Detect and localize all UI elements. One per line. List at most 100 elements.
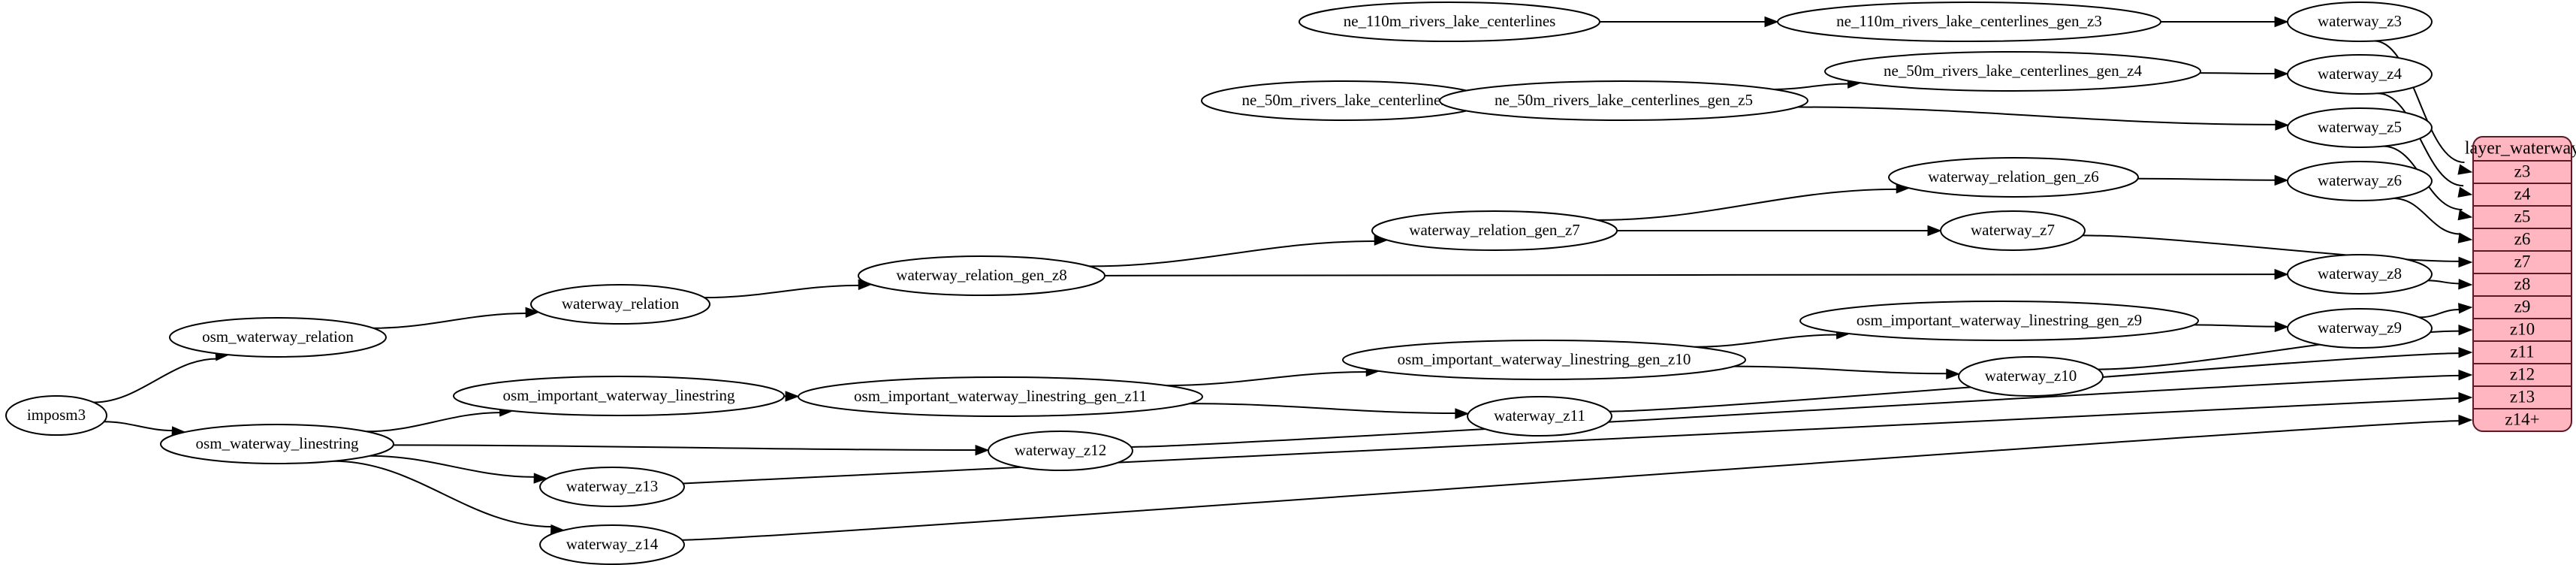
node-ne_110m_rivers_lake_centerlines_gen_z3[interactable]: ne_110m_rivers_lake_centerlines_gen_z3 bbox=[1777, 2, 2161, 42]
edge-osm_important_waterway_linestring_gen_z10-to-waterway_z10 bbox=[1733, 365, 1947, 375]
node-ne_110m_rivers_lake_centerlines[interactable]: ne_110m_rivers_lake_centerlines bbox=[1299, 2, 1600, 42]
edge-osm_waterway_linestring-to-osm_important_waterway_linestring bbox=[366, 412, 501, 433]
edge-waterway_relation-to-waterway_relation_gen_z8 bbox=[704, 284, 860, 299]
table-row-label: z10 bbox=[2510, 319, 2535, 338]
node-label: waterway_z6 bbox=[2318, 171, 2402, 189]
node-waterway_z10[interactable]: waterway_z10 bbox=[1958, 356, 2104, 397]
table-row[interactable] bbox=[2473, 183, 2571, 207]
table-row[interactable] bbox=[2473, 408, 2571, 431]
node-label: waterway_z11 bbox=[1494, 406, 1585, 425]
edge-osm_important_waterway_linestring_gen_z10-to-osm_important_waterway_linestring_gen_z9 bbox=[1694, 334, 1838, 348]
table-row-label: z4 bbox=[2514, 184, 2531, 203]
node-waterway_z13[interactable]: waterway_z13 bbox=[539, 467, 685, 507]
arrowhead-icon bbox=[2457, 186, 2473, 198]
arrowhead-icon bbox=[2457, 232, 2473, 243]
node-osm_waterway_linestring[interactable]: osm_waterway_linestring bbox=[160, 424, 394, 464]
node-ne_50m_rivers_lake_centerlines_gen_z4[interactable]: ne_50m_rivers_lake_centerlines_gen_z4 bbox=[1824, 51, 2201, 92]
node-shape bbox=[539, 524, 685, 565]
edge-osm_waterway_linestring-to-waterway_z13 bbox=[370, 455, 535, 478]
arrowhead-icon bbox=[2458, 369, 2473, 381]
node-label: waterway_relation_gen_z7 bbox=[1409, 221, 1579, 239]
node-waterway_z11[interactable]: waterway_z11 bbox=[1467, 396, 1612, 437]
edge-waterway_z8-to-layer_waterway-z8 bbox=[2427, 279, 2460, 285]
node-label: waterway_relation_gen_z6 bbox=[1928, 168, 2098, 186]
node-label: waterway_relation bbox=[562, 295, 680, 313]
node-label: waterway_z12 bbox=[1015, 441, 1106, 459]
edge-osm_important_waterway_linestring_gen_z11-to-waterway_z11 bbox=[1189, 403, 1456, 414]
edge-waterway_z7-to-layer_waterway-z7 bbox=[2083, 234, 2460, 262]
node-shape bbox=[988, 431, 1133, 471]
arrowhead-icon bbox=[2275, 119, 2290, 131]
arrowhead-icon bbox=[2274, 68, 2289, 80]
node-label: osm_waterway_relation bbox=[202, 328, 354, 346]
node-waterway_z3[interactable]: waterway_z3 bbox=[2287, 2, 2433, 42]
node-waterway_z7[interactable]: waterway_z7 bbox=[1940, 210, 2086, 251]
arrowhead-icon bbox=[2457, 164, 2473, 175]
node-imposm3[interactable]: imposm3 bbox=[5, 395, 107, 436]
node-osm_important_waterway_linestring_gen_z10[interactable]: osm_important_waterway_linestring_gen_z1… bbox=[1342, 340, 1746, 380]
arrowhead-icon bbox=[2457, 209, 2473, 221]
node-waterway_relation_gen_z7[interactable]: waterway_relation_gen_z7 bbox=[1371, 210, 1618, 251]
table-outline bbox=[2472, 136, 2572, 432]
arrowhead-icon bbox=[2458, 414, 2473, 426]
node-osm_important_waterway_linestring_gen_z11[interactable]: osm_important_waterway_linestring_gen_z1… bbox=[798, 376, 1203, 417]
node-waterway_relation[interactable]: waterway_relation bbox=[530, 284, 710, 325]
edge-waterway_z14-to-layer_waterway-z14+ bbox=[682, 420, 2460, 541]
node-waterway_relation_gen_z8[interactable]: waterway_relation_gen_z8 bbox=[858, 255, 1106, 296]
node-waterway_relation_gen_z6[interactable]: waterway_relation_gen_z6 bbox=[1888, 157, 2139, 198]
node-waterway_z6[interactable]: waterway_z6 bbox=[2287, 161, 2433, 201]
edge-osm_waterway_relation-to-waterway_relation bbox=[373, 313, 527, 329]
node-shape bbox=[798, 376, 1203, 417]
node-shape bbox=[1439, 80, 1808, 121]
node-osm_waterway_relation[interactable]: osm_waterway_relation bbox=[169, 317, 387, 358]
node-label: ne_50m_rivers_lake_centerlines_gen_z5 bbox=[1495, 91, 1753, 109]
node-shape bbox=[858, 255, 1106, 296]
edge-osm_waterway_linestring-to-waterway_z14 bbox=[333, 460, 553, 528]
node-ne_50m_rivers_lake_centerlines[interactable]: ne_50m_rivers_lake_centerlines bbox=[1201, 80, 1488, 121]
table-row-label: z3 bbox=[2514, 162, 2531, 180]
node-shape bbox=[1467, 396, 1612, 437]
node-label: waterway_z3 bbox=[2318, 12, 2402, 30]
node-shape bbox=[453, 376, 785, 416]
arrowhead-icon bbox=[2274, 321, 2289, 333]
edge-waterway_z9-to-layer_waterway-z9 bbox=[2419, 308, 2460, 319]
node-ne_50m_rivers_lake_centerlines_gen_z5[interactable]: ne_50m_rivers_lake_centerlines_gen_z5 bbox=[1439, 80, 1808, 121]
node-waterway_z8[interactable]: waterway_z8 bbox=[2287, 254, 2433, 295]
node-label: ne_110m_rivers_lake_centerlines bbox=[1344, 12, 1556, 30]
node-shape bbox=[2287, 308, 2433, 349]
edge-imposm3-to-osm_waterway_linestring bbox=[104, 421, 173, 432]
node-label: waterway_relation_gen_z8 bbox=[896, 266, 1066, 284]
node-label: osm_important_waterway_linestring_gen_z1… bbox=[854, 387, 1147, 405]
node-shape bbox=[1799, 301, 2199, 341]
arrowhead-icon bbox=[2458, 324, 2473, 336]
table-row[interactable] bbox=[2473, 385, 2571, 409]
edge-waterway_z3-to-layer_waterway-z3 bbox=[2374, 40, 2465, 164]
edge-ne_50m_rivers_lake_centerlines_gen_z4-to-waterway_z4 bbox=[2200, 72, 2276, 75]
node-waterway_z5[interactable]: waterway_z5 bbox=[2287, 107, 2433, 148]
node-waterway_z12[interactable]: waterway_z12 bbox=[988, 431, 1133, 471]
table-body bbox=[2473, 137, 2571, 431]
node-waterway_z9[interactable]: waterway_z9 bbox=[2287, 308, 2433, 349]
edge-waterway_relation_gen_z6-to-waterway_z6 bbox=[2137, 177, 2276, 181]
node-label: imposm3 bbox=[27, 406, 86, 424]
node-waterway_z4[interactable]: waterway_z4 bbox=[2287, 54, 2433, 95]
arrowhead-icon bbox=[2458, 279, 2473, 290]
node-shape bbox=[1888, 157, 2139, 198]
arrowhead-icon bbox=[525, 307, 540, 319]
node-shape bbox=[5, 395, 107, 436]
node-label: osm_waterway_linestring bbox=[196, 434, 359, 452]
node-osm_important_waterway_linestring_gen_z9[interactable]: osm_important_waterway_linestring_gen_z9 bbox=[1799, 301, 2199, 341]
edge-ne_50m_rivers_lake_centerlines_gen_z5-to-ne_50m_rivers_lake_centerlines_gen_z4 bbox=[1773, 83, 1849, 90]
node-osm_important_waterway_linestring[interactable]: osm_important_waterway_linestring bbox=[453, 376, 785, 416]
node-shape bbox=[1777, 2, 2161, 42]
node-shape bbox=[2287, 107, 2433, 148]
node-label: waterway_z4 bbox=[2318, 65, 2402, 83]
node-shape bbox=[1940, 210, 2086, 251]
table-row[interactable] bbox=[2473, 318, 2571, 342]
node-label: ne_50m_rivers_lake_centerlines_gen_z4 bbox=[1884, 62, 2143, 80]
arrowhead-icon bbox=[1946, 368, 1961, 379]
node-waterway_z14[interactable]: waterway_z14 bbox=[539, 524, 685, 565]
node-shape bbox=[160, 424, 394, 464]
node-label: waterway_z5 bbox=[2318, 118, 2402, 136]
